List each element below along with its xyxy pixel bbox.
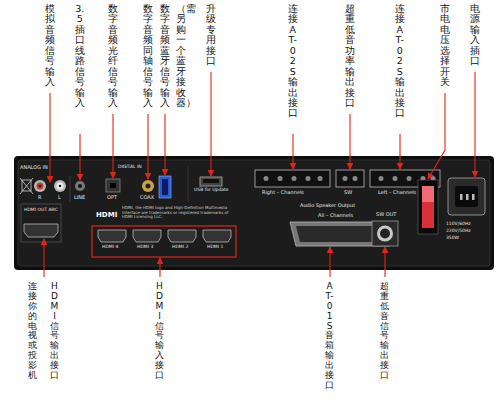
annotation-text: 数字音频蓝牙信号输入 [160, 4, 170, 108]
annotation-text: 市电电压选择开关 [440, 4, 450, 88]
bluetooth-usb-port [159, 176, 171, 198]
annotation-text: AT-01S音箱输出接口 [325, 282, 334, 391]
annotation-text: 升级专用接口 [206, 4, 216, 67]
panel-label: HDMI OUT ARC [24, 208, 58, 213]
panel-label: 110V/60Hz [446, 222, 471, 227]
panel-label: Audio Speaker Output [300, 203, 355, 209]
usb-port [200, 177, 222, 186]
panel-label: HDMI 4 [102, 245, 118, 250]
panel-label: Right – Channels [262, 190, 304, 196]
annotation-text: 连接你的电视或投影机 [28, 282, 37, 381]
panel-label: L [58, 195, 61, 201]
panel-label: ANALOG IN [20, 165, 48, 171]
voltage-switch [418, 180, 438, 234]
power-inlet [448, 178, 485, 215]
panel-label: HDMI [96, 211, 117, 219]
annotation-text: HDMI信号输出接口 [50, 282, 59, 381]
panel-label: USB for Update [194, 188, 229, 193]
divider [70, 176, 71, 202]
annotation-text: 3.5插口线路信号输入 [75, 4, 85, 108]
panel-label: 350W [446, 236, 459, 241]
bin-icon [20, 178, 33, 194]
panel-label: COAX [140, 195, 154, 201]
divider [188, 166, 189, 202]
annotation-text: 数字音频同轴信号输入 [143, 4, 153, 108]
panel-label: SW [344, 190, 352, 196]
sw-out-port [372, 221, 398, 246]
highlight-box [92, 226, 236, 257]
annotation-text: 模拟音频信号输入 [45, 4, 55, 88]
panel-label: Left – Channels [378, 190, 416, 196]
annotation-text: HDMI信号输入接口 [155, 282, 164, 381]
line-jack [75, 181, 85, 191]
panel-label: HDMI, the HDMI logo and High-Definition … [122, 206, 232, 220]
panel-face [18, 160, 490, 266]
coax-port [142, 180, 154, 192]
panel-label: HDMI 3 [137, 245, 153, 250]
annotation-text: （需另购一个蓝牙接收器） [176, 4, 186, 108]
speaker-terminals [255, 170, 440, 187]
annotation-text: 连接AT-02S输出接口 [395, 4, 405, 119]
annotation-text: 超重低音信号输出接口 [380, 282, 389, 381]
panel-label: SW OUT [376, 212, 396, 218]
panel-label: 220V/50Hz [446, 229, 471, 234]
annotation-text: 数字音频光纤信号输入 [108, 4, 118, 108]
panel-label: HDMI 1 [207, 245, 223, 250]
panel-label: All – Channels [318, 213, 353, 219]
terminal-screws [264, 176, 436, 181]
panel-label: HDMI 2 [172, 245, 188, 250]
hdmi-ports [24, 224, 231, 242]
optical-port [106, 179, 120, 192]
panel-label: R [38, 195, 41, 201]
hdmi-out-frame [21, 204, 61, 242]
panel-label: DIGITAL IN [118, 165, 142, 170]
chassis [14, 156, 494, 270]
panel-label: LINE [74, 195, 85, 201]
annotation-text: 电源输入插口 [470, 4, 480, 67]
annotation-text: 连接AT-02S输出接口 [288, 4, 298, 119]
annotation-text: 超重低音功率输出接口 [345, 4, 355, 108]
panel-label: OPT [107, 195, 117, 201]
